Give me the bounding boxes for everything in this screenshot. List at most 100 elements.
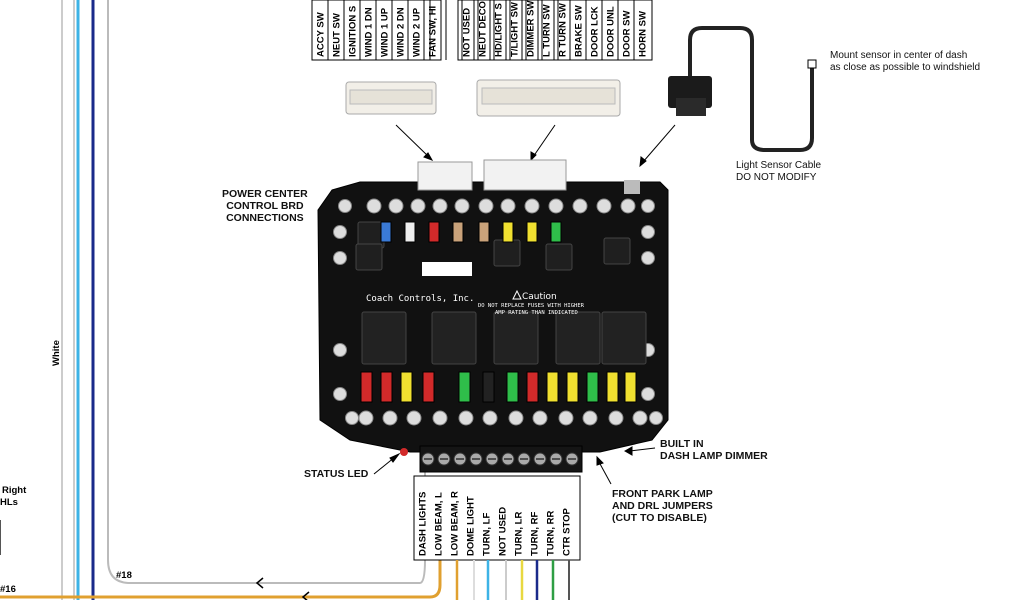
- relay: [431, 311, 477, 365]
- stud-terminal: [432, 410, 448, 426]
- stud-terminal: [454, 198, 470, 214]
- left-harness-wires: [0, 0, 442, 600]
- stud-terminal: [382, 410, 398, 426]
- stud-terminal: [406, 410, 422, 426]
- stud-terminal: [458, 410, 474, 426]
- relay: [555, 311, 601, 365]
- stud-terminal: [524, 198, 540, 214]
- stud-terminal: [596, 198, 612, 214]
- board-caution-line-1: DO NOT REPLACE FUSES WITH HIGHER: [478, 303, 585, 309]
- vertical-wire-label: BRAKE SW: [574, 5, 585, 57]
- vertical-wire-label: DOOR UNL: [606, 6, 617, 57]
- vertical-wire-label: TURN, RF: [530, 511, 541, 556]
- fuse: [546, 371, 559, 403]
- vertical-wire-label: HD/LIGHT S: [494, 3, 505, 57]
- vertical-wire-label: DOOR SW: [622, 11, 633, 57]
- vertical-wire-label: L TURN SW: [542, 4, 553, 57]
- board-caution-title: Caution: [522, 292, 557, 302]
- power-center-line-3: CONNECTIONS: [226, 212, 304, 224]
- light-sensor-line-1: Light Sensor Cable: [736, 160, 822, 171]
- gauge-16-label: #16: [0, 584, 16, 595]
- vertical-wire-label: WIND 1 UP: [380, 7, 391, 57]
- vertical-wire-label: R TURN SW: [558, 3, 569, 57]
- stud-terminal: [582, 410, 598, 426]
- board-brand-text: Coach Controls, Inc.: [366, 294, 474, 304]
- arrow-icon: [301, 591, 310, 600]
- plug-connector-right: [476, 79, 621, 117]
- power-center-line-2: CONTROL BRD: [226, 200, 304, 212]
- relay-small: [493, 239, 521, 267]
- stud-terminal: [608, 410, 624, 426]
- fuse: [360, 371, 373, 403]
- fuse: [550, 221, 562, 243]
- vertical-wire-label: CTR STOP: [562, 507, 573, 556]
- fuse: [380, 371, 393, 403]
- fuse: [606, 371, 619, 403]
- relay: [361, 311, 407, 365]
- fuse: [482, 371, 495, 403]
- fuse: [380, 221, 392, 243]
- mount-sensor-line-1: Mount sensor in center of dash: [830, 50, 968, 61]
- vertical-wire-label: WIND 2 DN: [396, 7, 407, 57]
- stud-terminal: [500, 198, 516, 214]
- vertical-wire-label: TURN, LF: [482, 513, 493, 556]
- stud-terminal: [345, 411, 359, 425]
- vertical-wire-label: DOME LIGHT: [466, 496, 477, 556]
- fuse: [400, 371, 413, 403]
- stud-terminal: [432, 198, 448, 214]
- white-wire-label: White: [51, 340, 62, 366]
- stud-terminal: [558, 410, 574, 426]
- vertical-wire-label: ACCY SW: [316, 12, 327, 57]
- fuse: [526, 221, 538, 243]
- light-sensor-line-2: DO NOT MODIFY: [736, 172, 817, 183]
- light-sensor: [668, 26, 817, 152]
- power-center-callout: POWER CENTER CONTROL BRD CONNECTIONS: [222, 188, 308, 224]
- stud-terminal: [333, 251, 347, 265]
- relay-small: [355, 243, 383, 271]
- vertical-wire-label: WIND 1 DN: [364, 7, 375, 57]
- fuse: [502, 221, 514, 243]
- fuse: [526, 371, 539, 403]
- bottom-terminal-label-box: [413, 475, 581, 561]
- fuse: [452, 221, 464, 243]
- vertical-wire-label: T/LIGHT SW: [510, 2, 521, 57]
- stud-terminal: [572, 198, 588, 214]
- stud-terminal: [333, 343, 347, 357]
- dash-dimmer-callout: BUILT IN DASH LAMP DIMMER: [660, 438, 768, 462]
- vertical-wire-label: TURN, RR: [546, 510, 557, 556]
- front-park-line-1: FRONT PARK LAMP: [612, 488, 713, 500]
- vertical-wire-label: IGNITION S: [348, 6, 359, 57]
- fuse: [404, 221, 416, 243]
- stud-terminal: [508, 410, 524, 426]
- stud-terminal: [620, 198, 636, 214]
- fuse: [422, 371, 435, 403]
- stud-terminal: [388, 198, 404, 214]
- vertical-wire-label: NOT USED: [462, 8, 473, 57]
- stud-terminal: [478, 198, 494, 214]
- fuse: [624, 371, 637, 403]
- vertical-wire-label: DASH LIGHTS: [418, 492, 429, 556]
- stud-terminal: [358, 410, 374, 426]
- right-hls-label-2: HLs: [0, 497, 18, 508]
- fuse: [566, 371, 579, 403]
- stud-terminal: [333, 225, 347, 239]
- front-park-line-2: AND DRL JUMPERS: [612, 500, 713, 512]
- mount-sensor-line-2: as close as possible to windshield: [830, 62, 981, 73]
- stud-terminal: [641, 251, 655, 265]
- dash-dimmer-line-1: BUILT IN: [660, 438, 704, 450]
- status-led-callout: STATUS LED: [304, 468, 369, 480]
- warning-icon: [512, 289, 522, 300]
- stud-terminal: [532, 410, 548, 426]
- vertical-wire-label: NOT USED: [498, 507, 509, 556]
- board-studs: [333, 198, 663, 426]
- front-park-line-3: (CUT TO DISABLE): [612, 512, 707, 524]
- callout-arrows: [373, 446, 656, 485]
- vertical-wire-label: NEUT DECO: [478, 1, 489, 57]
- mount-sensor-callout: Mount sensor in center of dash as close …: [830, 50, 980, 74]
- relay: [493, 311, 539, 365]
- vertical-wire-label: WIND 2 UP: [412, 7, 423, 57]
